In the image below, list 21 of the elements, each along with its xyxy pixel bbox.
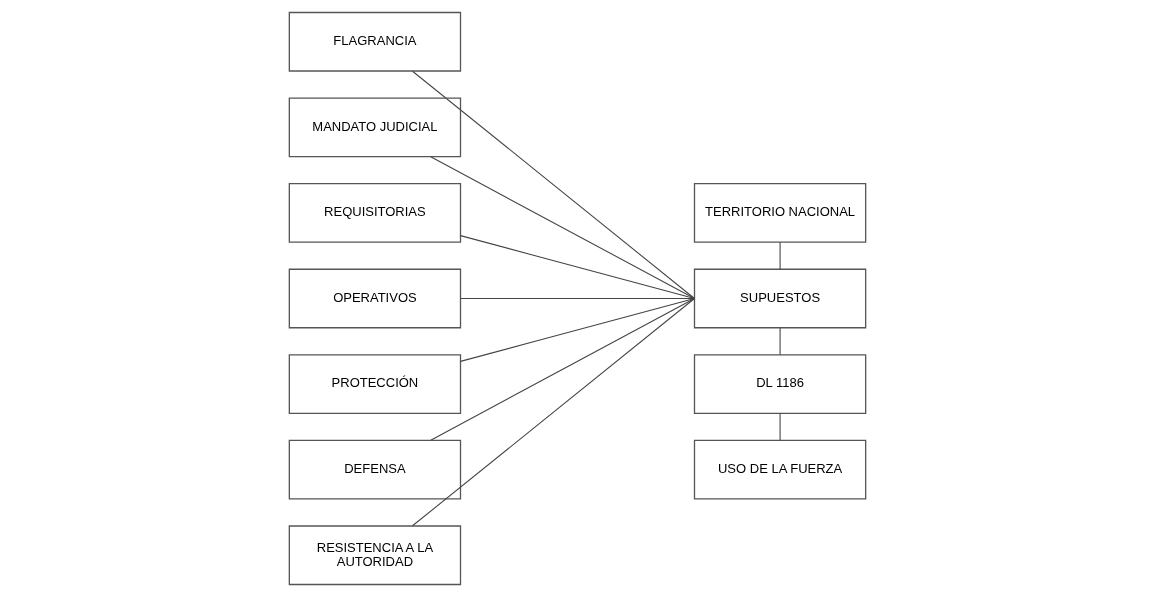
node-box: PROTECCIÓN	[288, 354, 462, 414]
connector	[779, 241, 781, 270]
connector	[779, 412, 781, 441]
node-box: TERRITORIO NACIONAL	[693, 183, 867, 243]
node-box: RESISTENCIA A LA AUTORIDAD	[288, 525, 462, 586]
node-box: DEFENSA	[288, 439, 462, 500]
node-box: MANDATO JUDICIAL	[288, 97, 462, 158]
connector	[430, 297, 696, 441]
node-box: OPERATIVOS	[288, 268, 462, 329]
node-box: FLAGRANCIA	[288, 11, 462, 72]
connector	[412, 297, 696, 527]
node-box: SUPUESTOS	[693, 268, 867, 329]
connector	[459, 297, 696, 362]
connector	[779, 327, 781, 356]
connector	[430, 156, 696, 300]
node-box: REQUISITORIAS	[288, 183, 462, 243]
node-box: DL 1186	[693, 354, 867, 414]
connector	[459, 235, 696, 300]
connector	[459, 297, 696, 300]
connector	[412, 70, 696, 300]
node-box: USO DE LA FUERZA	[693, 439, 867, 500]
